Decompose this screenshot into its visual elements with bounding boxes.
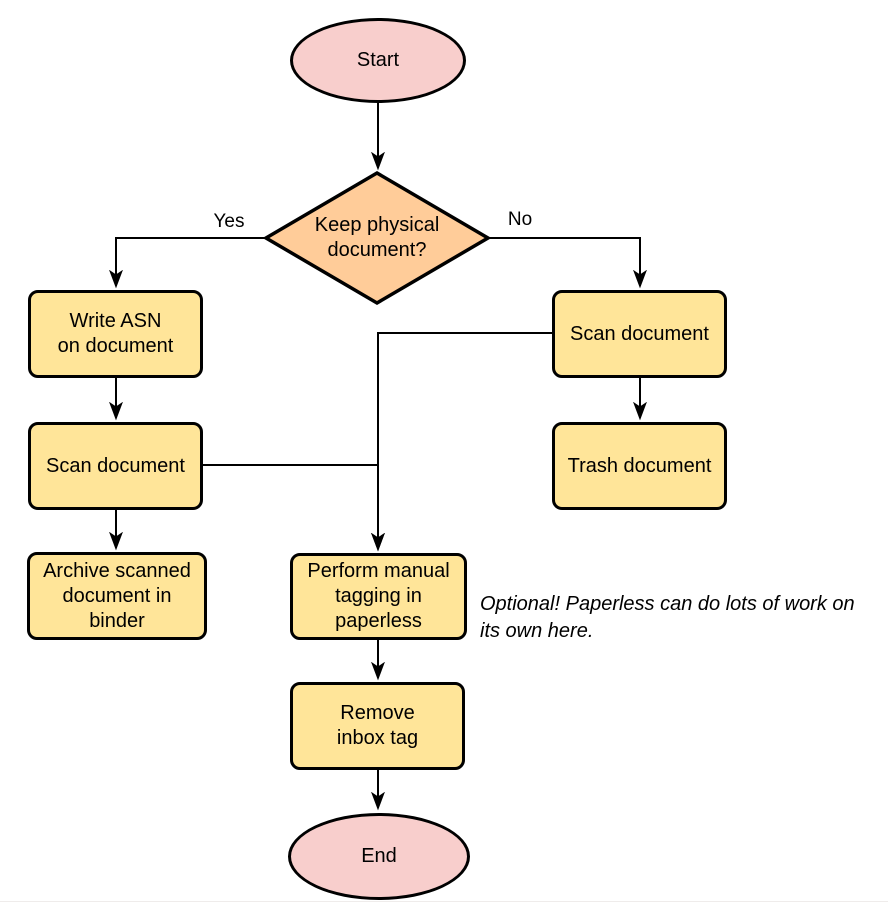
decision-diamond-shape xyxy=(262,170,492,306)
edge-scan-right-to-tagging xyxy=(378,332,552,549)
node-remove-inbox-tag-label: Remove inbox tag xyxy=(336,702,419,749)
node-archive-binder-label: Archive scanned document in binder xyxy=(43,559,191,632)
edge-label-no: No xyxy=(507,209,533,230)
node-decision: Keep physical document? xyxy=(267,198,487,278)
node-start-label: Start xyxy=(356,49,400,71)
annotation-optional-note: Optional! Paperless can do lots of work … xyxy=(480,593,855,642)
node-end: End xyxy=(288,813,470,900)
node-trash-document-label: Trash document xyxy=(567,454,712,477)
edge-scan-left-to-tagging xyxy=(203,464,378,549)
node-scan-document-right: Scan document xyxy=(552,290,727,378)
node-trash-document: Trash document xyxy=(552,422,727,510)
node-scan-document-left: Scan document xyxy=(28,422,203,510)
node-end-label: End xyxy=(361,845,397,867)
bottom-edge-divider xyxy=(0,901,888,902)
node-manual-tagging: Perform manual tagging in paperless xyxy=(290,553,467,640)
node-remove-inbox-tag: Remove inbox tag xyxy=(290,682,465,770)
node-decision-label: Keep physical document? xyxy=(314,214,440,261)
node-scan-document-left-label: Scan document xyxy=(46,454,185,477)
edge-decision-yes-to-write-asn xyxy=(116,237,265,286)
node-scan-document-right-label: Scan document xyxy=(570,322,709,345)
node-manual-tagging-label: Perform manual tagging in paperless xyxy=(307,560,450,632)
edge-decision-no-to-scan-right xyxy=(489,237,640,286)
edge-label-yes: Yes xyxy=(213,211,245,232)
node-write-asn-label: Write ASN on document xyxy=(57,310,174,357)
node-start: Start xyxy=(290,18,466,103)
node-archive-binder: Archive scanned document in binder xyxy=(27,552,207,640)
node-write-asn: Write ASN on document xyxy=(28,290,203,378)
